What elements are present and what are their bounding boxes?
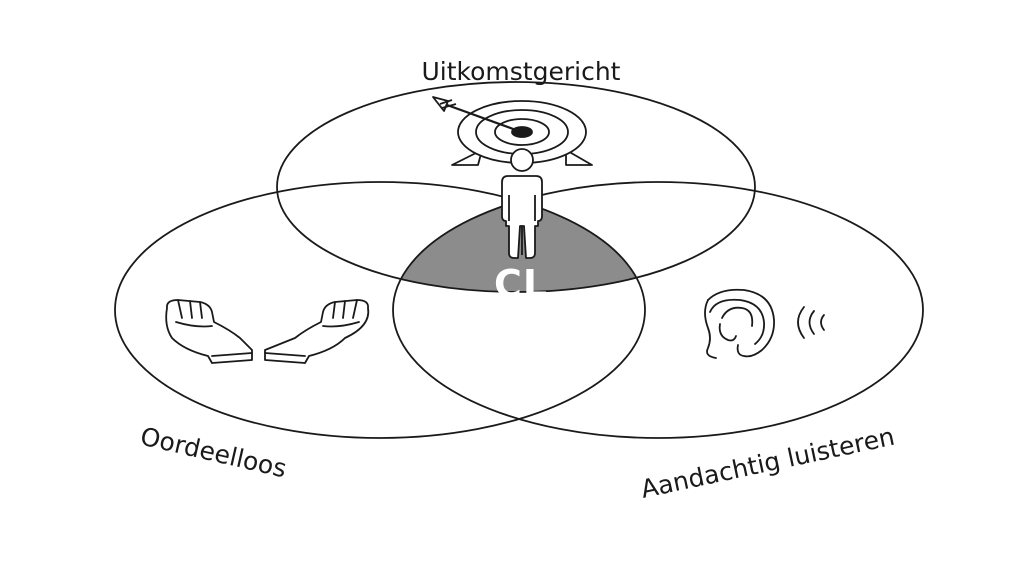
label-left: Oordeelloos xyxy=(138,422,290,484)
label-right: Aandachtig luisteren xyxy=(638,422,897,504)
center-region-top-clip xyxy=(393,182,645,292)
center-intersection-fill xyxy=(393,182,645,292)
person-icon xyxy=(501,148,543,259)
circle-left xyxy=(114,181,646,439)
open-hands-icon xyxy=(165,299,370,364)
circle-right xyxy=(392,181,924,439)
ear-sound-icon xyxy=(704,288,825,359)
center-label: CL xyxy=(494,262,548,306)
label-top: Uitkomstgericht xyxy=(422,57,621,86)
circle-top xyxy=(276,81,756,293)
